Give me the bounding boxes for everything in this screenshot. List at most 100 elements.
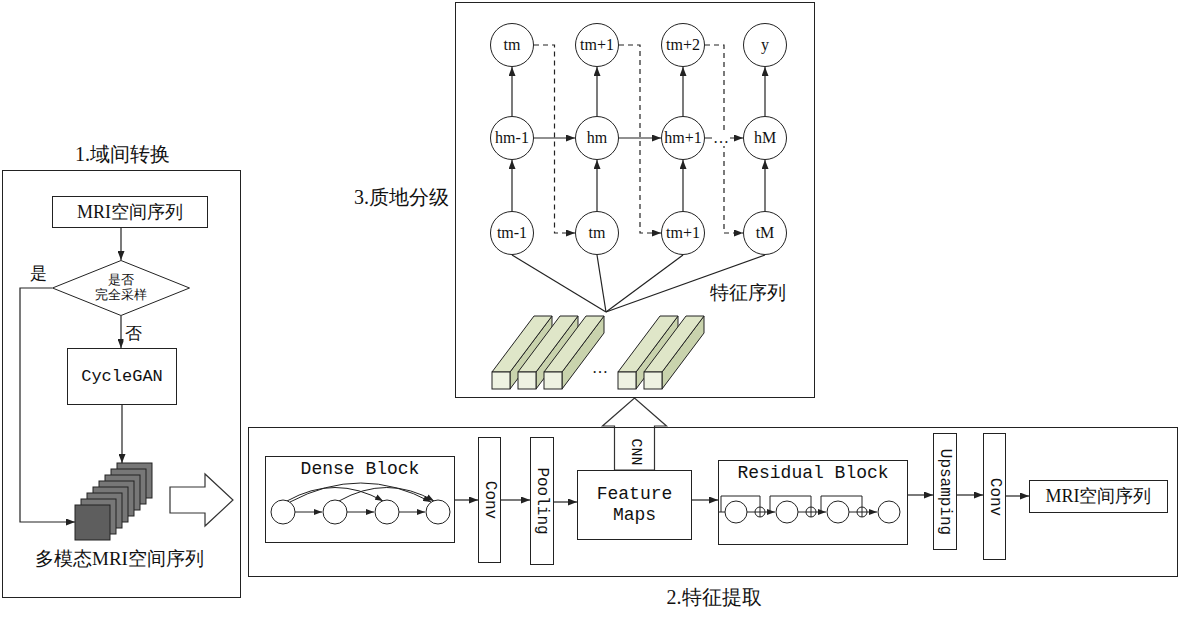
process-box: Dense Block xyxy=(265,456,455,543)
node-label: hm xyxy=(587,129,607,147)
free-label: … xyxy=(591,360,609,376)
process-box: Feature Maps xyxy=(577,470,692,540)
node-label: tm+1 xyxy=(666,224,700,242)
residual-link xyxy=(798,512,806,513)
edge-label: … xyxy=(712,130,730,146)
sequence-node: tM xyxy=(743,211,787,255)
connector xyxy=(619,45,661,233)
connector xyxy=(692,499,718,500)
connector xyxy=(512,255,606,312)
image-stack: 多模态MRI空间序列 xyxy=(75,463,152,540)
dense-link xyxy=(290,483,431,502)
node-label: tM xyxy=(756,224,775,242)
connector xyxy=(606,255,683,312)
process-box: Residual Block xyxy=(718,460,908,545)
connector xyxy=(957,494,983,495)
connector xyxy=(764,160,765,211)
connector xyxy=(764,67,765,116)
node-label: hm+1 xyxy=(664,129,701,147)
node-label: Residual Block xyxy=(737,463,888,484)
hollow-arrow xyxy=(170,474,233,526)
connector xyxy=(1006,495,1029,496)
node-label: Pooling xyxy=(534,467,550,534)
sum-plus xyxy=(755,507,867,517)
sequence-node: hm+1 xyxy=(661,116,705,160)
node-label: 3.质地分级 xyxy=(319,186,449,209)
connector xyxy=(705,45,743,233)
node-label: tm xyxy=(589,224,606,242)
connector xyxy=(597,255,606,312)
bar-front xyxy=(518,372,536,389)
connector xyxy=(455,499,478,500)
dense-block-figure xyxy=(271,483,450,524)
panel-frame: 3.质地分级tmtm+1tm+2yhm-1hmhm+1hMtm-1tmtm+1t… xyxy=(455,2,815,398)
residual-block-figure xyxy=(718,496,900,523)
node-label: Dense Block xyxy=(301,459,420,480)
feature-bars xyxy=(492,316,704,389)
node-label: 2.特征提取 xyxy=(249,586,1179,609)
dense-unit xyxy=(271,500,295,524)
connector xyxy=(554,501,577,502)
bar-front xyxy=(618,372,636,389)
skip-link xyxy=(821,496,862,512)
edge-label: 是 xyxy=(29,265,48,282)
dense-unit xyxy=(375,500,399,524)
connector xyxy=(20,288,75,522)
connector xyxy=(120,228,121,260)
node-label: tm xyxy=(504,36,521,54)
node-label: MRI空间序列 xyxy=(77,202,183,223)
sequence-node: tm xyxy=(575,211,619,255)
sequence-node: tm-1 xyxy=(490,211,534,255)
residual-unit xyxy=(776,501,798,523)
connector xyxy=(534,45,575,233)
bar-front xyxy=(492,372,510,389)
connector xyxy=(534,137,575,138)
node-label: tm-1 xyxy=(497,224,527,242)
feature-sequence: 特征序列 xyxy=(490,312,722,390)
panel-frame: 1.域间转换MRI空间序列是否 完全采样CycleGAN多模态MRI空间序列 xyxy=(2,170,241,598)
connector xyxy=(682,160,683,211)
dense-link xyxy=(399,512,425,513)
residual-link xyxy=(867,512,877,513)
node-label: MRI空间序列 xyxy=(1045,486,1151,507)
sequence-node: hM xyxy=(743,116,787,160)
node-label: Upsamping xyxy=(937,448,953,534)
bar-front xyxy=(544,372,562,389)
connector xyxy=(596,67,597,116)
node-label: 特征序列 xyxy=(710,282,810,304)
process-box: MRI空间序列 xyxy=(1029,480,1168,513)
sequence-node: hm-1 xyxy=(490,116,534,160)
node-label: 多模态MRI空间序列 xyxy=(17,548,222,570)
connector xyxy=(596,160,597,211)
edge-label: 否 xyxy=(124,325,143,342)
process-box: CycleGAN xyxy=(67,348,177,405)
layer-box: Upsamping xyxy=(933,433,957,550)
dense-link xyxy=(347,512,374,513)
diamond-shape xyxy=(53,261,190,316)
bar-top xyxy=(644,316,704,372)
process-box: MRI空间序列 xyxy=(52,196,208,228)
residual-unit xyxy=(725,501,747,523)
bar-front xyxy=(644,372,662,389)
connector xyxy=(682,67,683,116)
connector xyxy=(120,316,121,348)
residual-link xyxy=(747,512,755,513)
node-label: y xyxy=(761,36,769,54)
sequence-node: hm xyxy=(575,116,619,160)
block-arrow xyxy=(603,398,667,470)
node-label: CycleGAN xyxy=(81,367,163,387)
sequence-node: tm+1 xyxy=(661,211,705,255)
sequence-node: tm+1 xyxy=(575,23,619,67)
node-label: Conv xyxy=(987,477,1003,515)
skip-link xyxy=(770,496,811,512)
node-label: Feature Maps xyxy=(578,484,691,525)
node-label: hM xyxy=(754,129,776,147)
connector xyxy=(501,499,530,500)
node-label: 是否 完全采样 xyxy=(90,273,152,303)
panel-frame: 2.特征提取Dense BlockConvPoolingFeature Maps… xyxy=(248,427,1178,577)
connector xyxy=(908,494,933,495)
sequence-node: tm+2 xyxy=(661,23,705,67)
node-label: tm+2 xyxy=(666,36,700,54)
